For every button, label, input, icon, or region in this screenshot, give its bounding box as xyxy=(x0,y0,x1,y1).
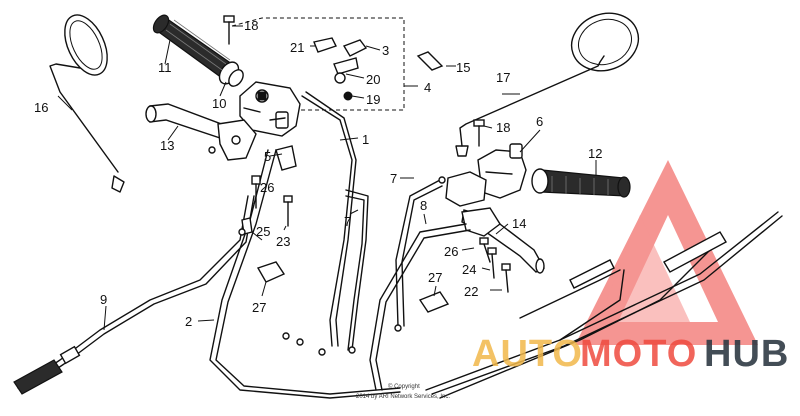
callout-21: 21 xyxy=(290,40,304,55)
bolt-18-top xyxy=(223,15,235,45)
callout-17: 17 xyxy=(496,70,510,85)
cable-2 xyxy=(209,149,401,399)
callout-18-top: 18 xyxy=(244,18,258,33)
copyright-line-2: 2014 by ARI Network Services, Inc. xyxy=(356,394,450,400)
callout-5: 5 xyxy=(264,149,271,164)
callout-7-right: 7 xyxy=(390,171,397,186)
callout-27-left: 27 xyxy=(252,300,266,315)
left-mirror xyxy=(49,14,125,193)
copyright-line-1: © Copyright xyxy=(388,383,420,390)
parts-20-21 xyxy=(313,37,368,101)
callout-1: 1 xyxy=(362,132,369,147)
callout-13: 13 xyxy=(160,138,174,153)
callout-23: 23 xyxy=(276,234,290,249)
callout-labels: 1 2 3 4 5 6 7 7 8 9 10 11 12 13 14 15 16… xyxy=(34,18,602,329)
clutch-lever xyxy=(145,103,257,161)
clamps-27 xyxy=(256,261,450,313)
callout-6: 6 xyxy=(536,114,543,129)
callout-14: 14 xyxy=(512,216,526,231)
callout-10: 10 xyxy=(212,96,226,111)
bolts-23-25-26 xyxy=(241,175,511,293)
cable-9 xyxy=(13,195,255,395)
callout-4: 4 xyxy=(424,80,431,95)
callout-11: 11 xyxy=(158,60,172,75)
brake-lever xyxy=(445,171,545,274)
watermark-text: AUTO MOTO HUB xyxy=(472,333,789,375)
bolt-18-right xyxy=(473,119,485,147)
callout-19: 19 xyxy=(366,92,380,107)
clamp-5 xyxy=(275,145,297,171)
copyright-notice: © Copyright 2014 by ARI Network Services… xyxy=(356,383,450,400)
cable-ends xyxy=(208,146,446,356)
callout-8: 8 xyxy=(420,198,427,213)
callout-22: 22 xyxy=(464,284,478,299)
throttle-cables xyxy=(425,211,783,399)
cable-7-left xyxy=(345,189,369,351)
part-15 xyxy=(416,51,444,71)
leader-lines xyxy=(57,25,597,331)
callout-3: 3 xyxy=(382,43,389,58)
callout-7-left: 7 xyxy=(344,214,351,229)
callout-20: 20 xyxy=(366,72,380,87)
callout-24: 24 xyxy=(462,262,476,277)
cable-7-right xyxy=(395,179,443,327)
cable-1 xyxy=(301,91,357,347)
cable-8 xyxy=(369,223,471,391)
left-switch-housing xyxy=(239,81,301,137)
right-mirror xyxy=(455,12,640,157)
watermark-auto: AUTO xyxy=(472,333,583,375)
watermark-moto: MOTO xyxy=(580,333,697,375)
callout-9: 9 xyxy=(100,292,107,307)
left-grip xyxy=(152,14,244,87)
right-grip xyxy=(531,168,631,198)
callout-27-right: 27 xyxy=(428,270,442,285)
callout-26-right: 26 xyxy=(444,244,458,259)
callout-12: 12 xyxy=(588,146,602,161)
callout-15: 15 xyxy=(456,60,470,75)
callout-18-right: 18 xyxy=(496,120,510,135)
callout-16: 16 xyxy=(34,100,48,115)
callout-25: 25 xyxy=(256,224,270,239)
callout-2: 2 xyxy=(185,314,192,329)
callout-26-left: 26 xyxy=(260,180,274,195)
right-switch-housing xyxy=(477,143,527,199)
watermark-hub: HUB xyxy=(704,333,789,375)
